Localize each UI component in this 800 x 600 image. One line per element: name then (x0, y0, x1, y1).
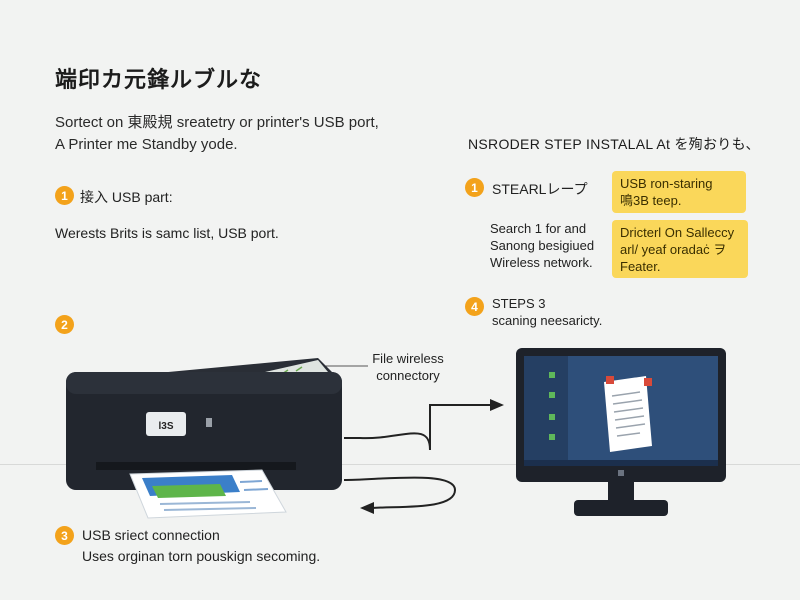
callout-line-2: connectory (376, 368, 440, 383)
right-step-1-label: STEARLレープ (492, 181, 588, 197)
printer-display (146, 412, 186, 436)
right-step-4-label: STEPS 3 scaning neesaricty. (492, 295, 602, 329)
note-2-line-3: Feater. (620, 259, 661, 274)
callout-line-1: File wireless (372, 351, 444, 366)
document-close-icon (644, 378, 652, 386)
desktop-icons (549, 372, 555, 440)
screen-document (604, 376, 652, 452)
arrow-to-printer (360, 502, 374, 514)
printer-display-text: l3S (158, 421, 173, 432)
document-badge-icon (606, 376, 614, 384)
usb-cable-out (344, 404, 490, 451)
step-1-description: Werests Brits is samc list, USB port. (55, 225, 279, 241)
step-badge-3: 3 (55, 526, 74, 545)
intro-text: Sortect on 東殿規 sreatetry or printer's US… (55, 112, 379, 156)
step-3-label: USB sriect connection (82, 527, 220, 543)
printed-paper (129, 469, 287, 519)
arrow-to-monitor (490, 399, 504, 411)
page-title: 端印カ元鋒ルブルな (55, 67, 263, 92)
right-desc-line-2: Sanong besigiued (490, 238, 595, 253)
step-3-description: Uses orginan torn pouskign secoming. (82, 548, 321, 564)
intro-line-1: Sortect on 東殿規 sreatetry or printer's US… (55, 114, 379, 131)
ground-line (0, 464, 800, 465)
note-box-1: USB ron-staring 鳴3B teep. (612, 171, 746, 213)
step-1-label: 接入 USB part: (80, 189, 173, 205)
printer-output-slot (96, 462, 296, 470)
monitor-taskbar (524, 460, 718, 466)
step-badge-2: 2 (55, 315, 74, 334)
document-lines (611, 391, 646, 437)
printer-illustration: l3S (66, 358, 342, 490)
monitor-base (574, 500, 668, 516)
intro-line-2: A Printer me Standby yode. (55, 136, 238, 153)
right-step-badge-4: 4 (465, 297, 484, 316)
note-2-line-2: arl/ yeaf oradaċ ヲ (620, 242, 727, 257)
printer-body (66, 372, 342, 490)
monitor-logo-icon (618, 470, 624, 476)
right-desc-line-1: Search 1 for and (490, 221, 587, 236)
printer-button-icon (206, 418, 212, 427)
note-2-line-1: Dricterl On Salleccy (620, 225, 735, 240)
step-badge-1: 1 (55, 186, 74, 205)
right-step-4-line-1: STEPS 3 (492, 296, 546, 311)
monitor-neck (608, 482, 634, 500)
monitor-illustration (516, 348, 726, 516)
right-header: NSRODER STEP INSTALAL At を殉おりも、 (468, 136, 760, 152)
right-step-badge-1: 1 (465, 178, 484, 197)
note-1-line-2: 鳴3B teep. (620, 193, 682, 208)
right-step-4-line-2: scaning neesaricty. (492, 313, 603, 328)
right-desc-line-3: Wireless network. (490, 255, 593, 270)
usb-cable-return (343, 476, 457, 509)
right-step-description: Search 1 for and Sanong besigiued Wirele… (490, 220, 594, 271)
note-box-2: Dricterl On Salleccy arl/ yeaf oradaċ ヲ … (612, 220, 748, 278)
printer-top (66, 372, 342, 394)
monitor-sidebar (524, 356, 568, 466)
note-1-line-1: USB ron-staring (620, 176, 713, 191)
callout-label: File wireless connectory (370, 350, 446, 384)
